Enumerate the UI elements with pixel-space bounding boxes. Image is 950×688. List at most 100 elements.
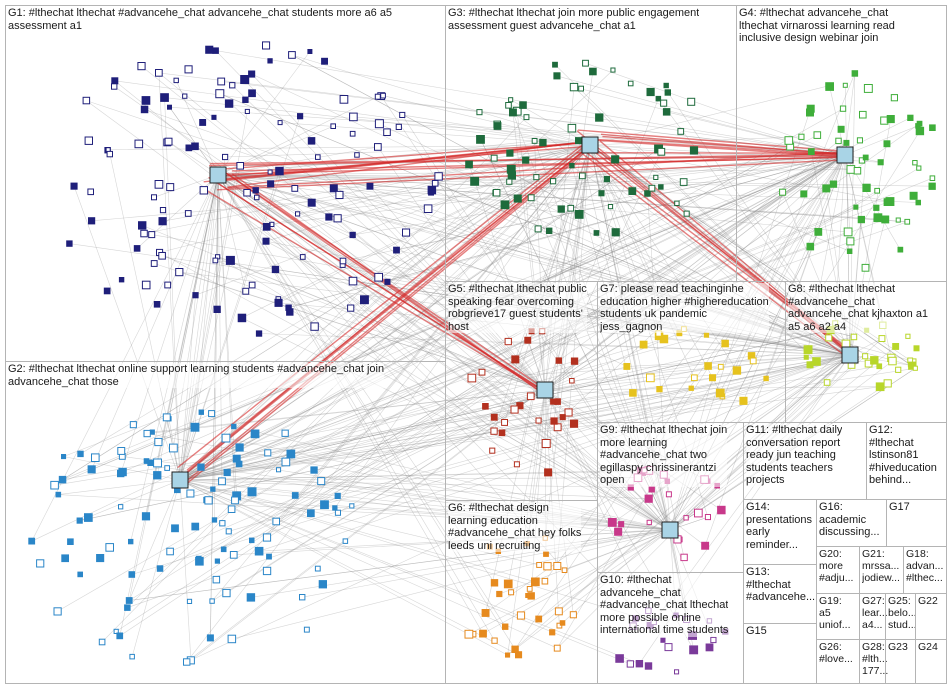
node <box>267 58 273 64</box>
node <box>657 147 666 156</box>
edge <box>57 154 846 612</box>
node <box>886 115 895 124</box>
edge <box>173 174 219 449</box>
edge <box>179 192 497 481</box>
group-box-g20: G20: more #adju... <box>816 546 860 594</box>
edge <box>508 341 851 356</box>
edge <box>544 386 881 391</box>
edge <box>217 174 908 223</box>
edge <box>337 389 546 514</box>
node <box>628 187 637 195</box>
node <box>148 231 156 239</box>
node <box>333 214 342 223</box>
node <box>167 104 172 110</box>
edge <box>179 479 654 623</box>
node <box>501 419 509 426</box>
node <box>535 615 543 623</box>
group-box-g18: G18: advan... #lthec... <box>903 546 947 594</box>
node <box>247 487 257 497</box>
node <box>262 223 271 231</box>
edge <box>626 354 851 367</box>
node <box>813 131 822 139</box>
node <box>374 272 383 282</box>
group-box-g16: G16: academic discussing... <box>816 499 887 547</box>
edge <box>217 256 546 391</box>
node <box>229 551 238 559</box>
edge <box>557 144 591 566</box>
node <box>66 240 73 247</box>
node <box>291 185 299 192</box>
strong-edge <box>227 156 842 175</box>
edge <box>618 529 671 533</box>
edge <box>589 144 723 397</box>
node <box>559 414 566 421</box>
edge <box>179 400 744 481</box>
node <box>897 246 904 253</box>
node <box>862 154 869 161</box>
node <box>607 204 614 210</box>
edge <box>226 389 546 594</box>
node <box>428 189 435 196</box>
node <box>141 512 151 521</box>
node <box>50 480 59 490</box>
edge <box>215 260 546 391</box>
node <box>330 123 336 130</box>
node <box>393 246 400 254</box>
group-label-g26: G26: #love... <box>819 641 853 665</box>
node <box>549 629 556 636</box>
node <box>191 522 200 531</box>
edge <box>199 154 846 562</box>
edge <box>468 529 671 635</box>
group-box-g14: G14: presentations early reminder... <box>743 499 817 565</box>
node <box>876 363 883 370</box>
node <box>211 114 217 120</box>
edge <box>589 144 694 650</box>
node <box>227 634 237 644</box>
edge <box>179 219 886 481</box>
edge <box>162 144 591 222</box>
edge <box>217 174 913 366</box>
group-box-g1: G1: #lthechat lthechat #advancehe_chat a… <box>5 5 446 362</box>
node <box>635 660 644 668</box>
edge <box>147 389 546 434</box>
node <box>680 553 688 562</box>
edge <box>157 174 219 476</box>
node <box>705 643 714 652</box>
node <box>183 658 191 666</box>
edge <box>557 144 591 402</box>
group-box-g17: G17 <box>886 499 947 547</box>
node <box>217 77 226 86</box>
node <box>243 189 251 197</box>
node <box>552 61 558 68</box>
edge <box>231 529 671 640</box>
node <box>873 204 880 211</box>
node <box>354 152 360 158</box>
node <box>482 403 489 410</box>
edge <box>116 154 846 632</box>
node <box>557 205 565 213</box>
node <box>909 191 918 200</box>
group-label-g1: G1: #lthechat lthechat #advancehe_chat a… <box>8 7 393 32</box>
node <box>506 164 516 174</box>
node <box>626 660 635 668</box>
edge <box>79 354 851 521</box>
node <box>158 252 166 260</box>
node <box>276 467 282 473</box>
edge <box>278 144 591 304</box>
node <box>679 178 688 186</box>
group-label-g20: G20: more #adju... <box>819 548 854 584</box>
edge <box>179 69 614 481</box>
node <box>160 93 169 102</box>
edge <box>168 141 671 531</box>
node <box>569 162 575 169</box>
group-box-g26: G26: #love... <box>816 639 860 684</box>
node <box>164 137 173 146</box>
node <box>159 207 167 214</box>
edge <box>211 389 546 602</box>
group-box-g28: G28: #lth... 177... <box>859 639 889 684</box>
edge <box>217 174 246 292</box>
node <box>598 190 605 197</box>
edge <box>544 98 659 391</box>
hub-node <box>581 136 599 154</box>
node <box>295 211 301 217</box>
